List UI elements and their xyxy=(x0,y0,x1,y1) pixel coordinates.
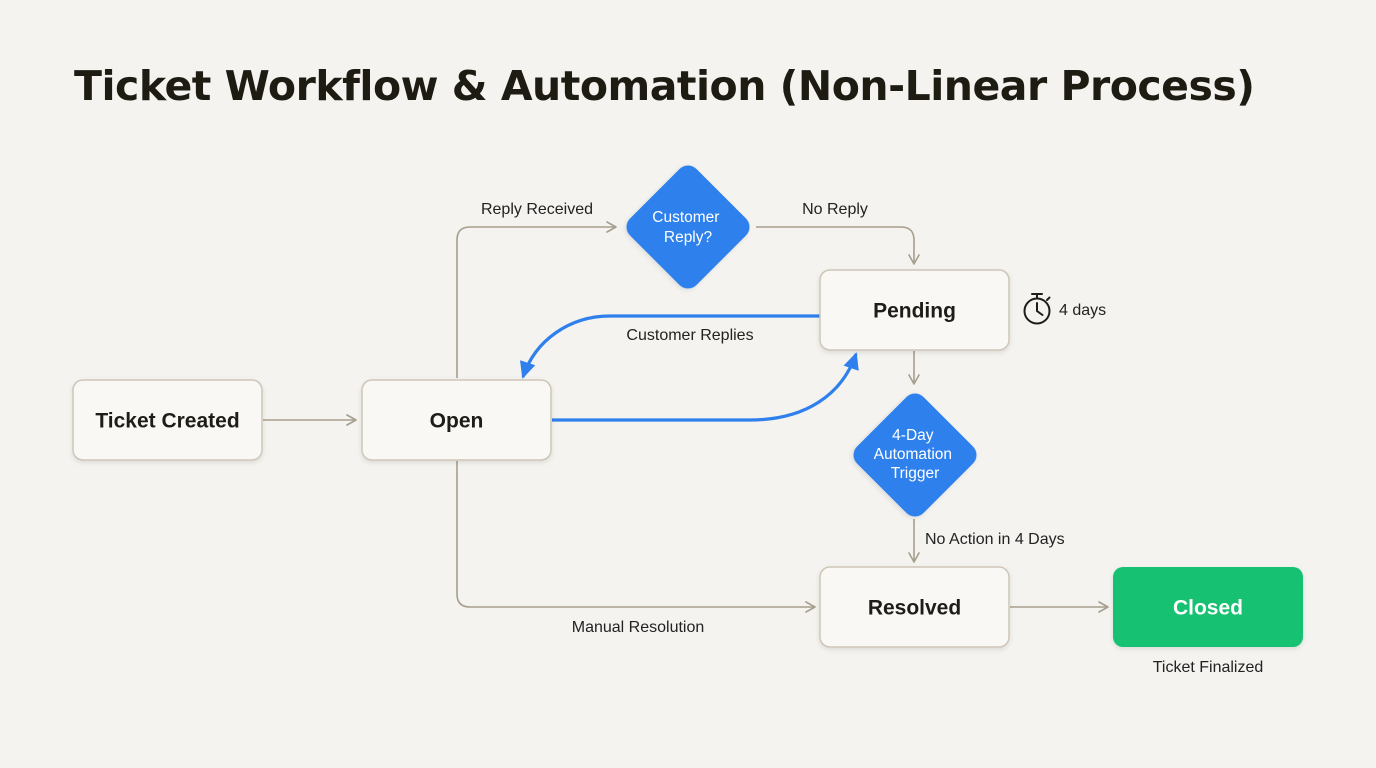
label-no-reply: No Reply xyxy=(802,201,868,218)
label-ticket-finalized: Ticket Finalized xyxy=(1153,659,1264,676)
decision-customer-reply-line: Reply? xyxy=(664,229,713,246)
node-ticket-created[interactable]: Ticket Created xyxy=(72,379,263,461)
page-title: Ticket Workflow & Automation (Non-Linear… xyxy=(74,62,1255,110)
node-closed-label: Closed xyxy=(1173,597,1243,620)
node-pending-label: Pending xyxy=(873,300,956,323)
decision-automation-trigger-line: Trigger xyxy=(891,465,940,482)
decision-automation-trigger-line: Automation xyxy=(874,446,952,463)
connector-open-reply-decision xyxy=(456,221,617,378)
node-resolved[interactable]: Resolved xyxy=(819,566,1010,648)
node-resolved-label: Resolved xyxy=(868,597,961,620)
connector-no-reply-pending xyxy=(756,226,920,265)
decision-customer-reply[interactable]: Customer Reply? xyxy=(622,161,755,294)
label-no-action: No Action in 4 Days xyxy=(925,531,1065,548)
label-customer-replies: Customer Replies xyxy=(626,327,753,344)
connector-open-resolved xyxy=(456,461,816,613)
decision-customer-reply-line: Customer xyxy=(652,209,719,226)
label-manual-resolution: Manual Resolution xyxy=(572,619,705,636)
arrow-customer-replies xyxy=(520,314,820,379)
label-reply-received: Reply Received xyxy=(481,201,593,218)
node-pending[interactable]: Pending xyxy=(819,269,1010,351)
stopwatch-icon xyxy=(1023,293,1051,325)
arrow-open-to-pending xyxy=(552,352,859,422)
label-timer-4-days: 4 days xyxy=(1059,302,1106,319)
decision-automation-trigger[interactable]: 4-Day Automation Trigger xyxy=(849,389,982,522)
node-open[interactable]: Open xyxy=(361,379,552,461)
node-open-label: Open xyxy=(430,410,484,433)
node-ticket-created-label: Ticket Created xyxy=(95,410,239,433)
decision-automation-trigger-label: 4-Day Automation Trigger xyxy=(874,427,957,482)
decision-customer-reply-label: Customer Reply? xyxy=(652,209,724,246)
decision-automation-trigger-line: 4-Day xyxy=(892,427,934,444)
node-closed[interactable]: Closed xyxy=(1113,567,1303,647)
